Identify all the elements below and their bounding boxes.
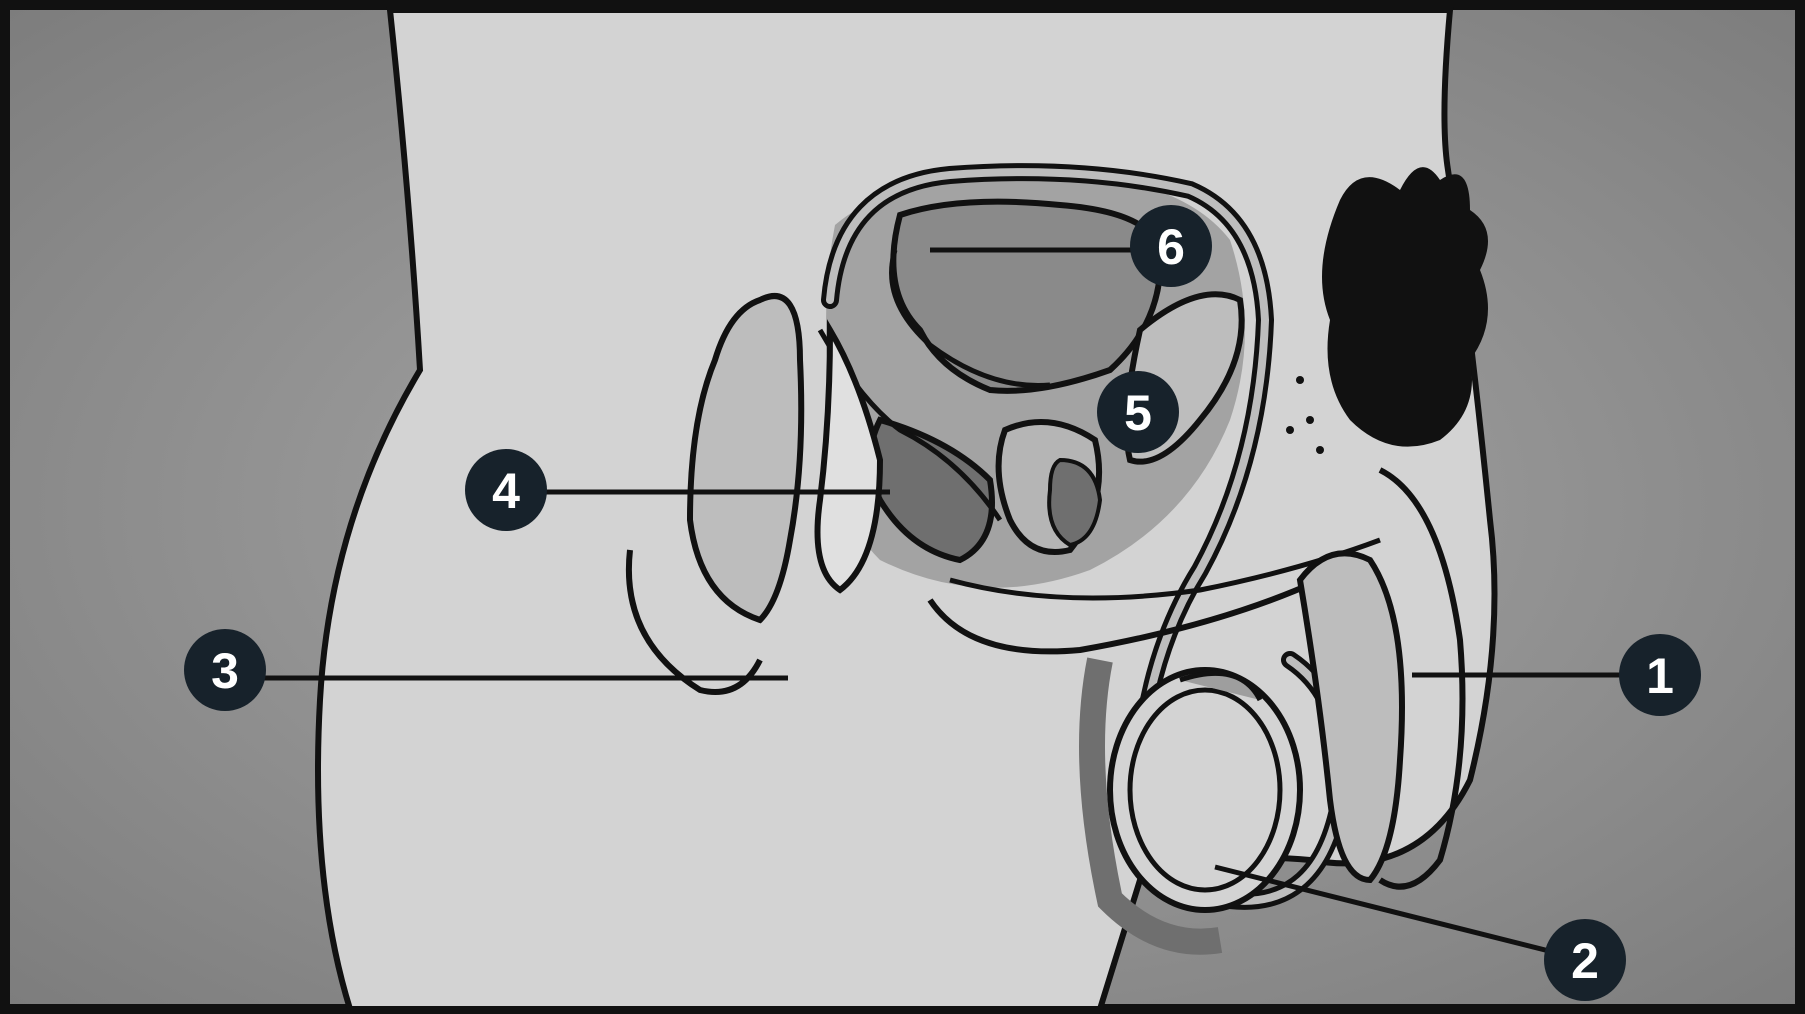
label-number: 2	[1571, 933, 1599, 989]
hair-dot	[1296, 376, 1304, 384]
label-number: 3	[211, 643, 239, 699]
label-number: 5	[1124, 385, 1152, 441]
label-marker-4: 4	[465, 449, 547, 531]
label-number: 1	[1646, 648, 1674, 704]
label-number: 4	[492, 463, 520, 519]
hair-dot	[1286, 426, 1294, 434]
hair-dot	[1316, 446, 1324, 454]
label-number: 6	[1157, 219, 1185, 275]
label-marker-6: 6	[1130, 205, 1212, 287]
label-marker-5: 5	[1097, 371, 1179, 453]
pubic-hair	[1322, 167, 1488, 447]
label-marker-3: 3	[184, 629, 266, 711]
testis	[1110, 670, 1300, 910]
label-marker-2: 2	[1544, 919, 1626, 1001]
hair-dot	[1306, 416, 1314, 424]
label-marker-1: 1	[1619, 634, 1701, 716]
